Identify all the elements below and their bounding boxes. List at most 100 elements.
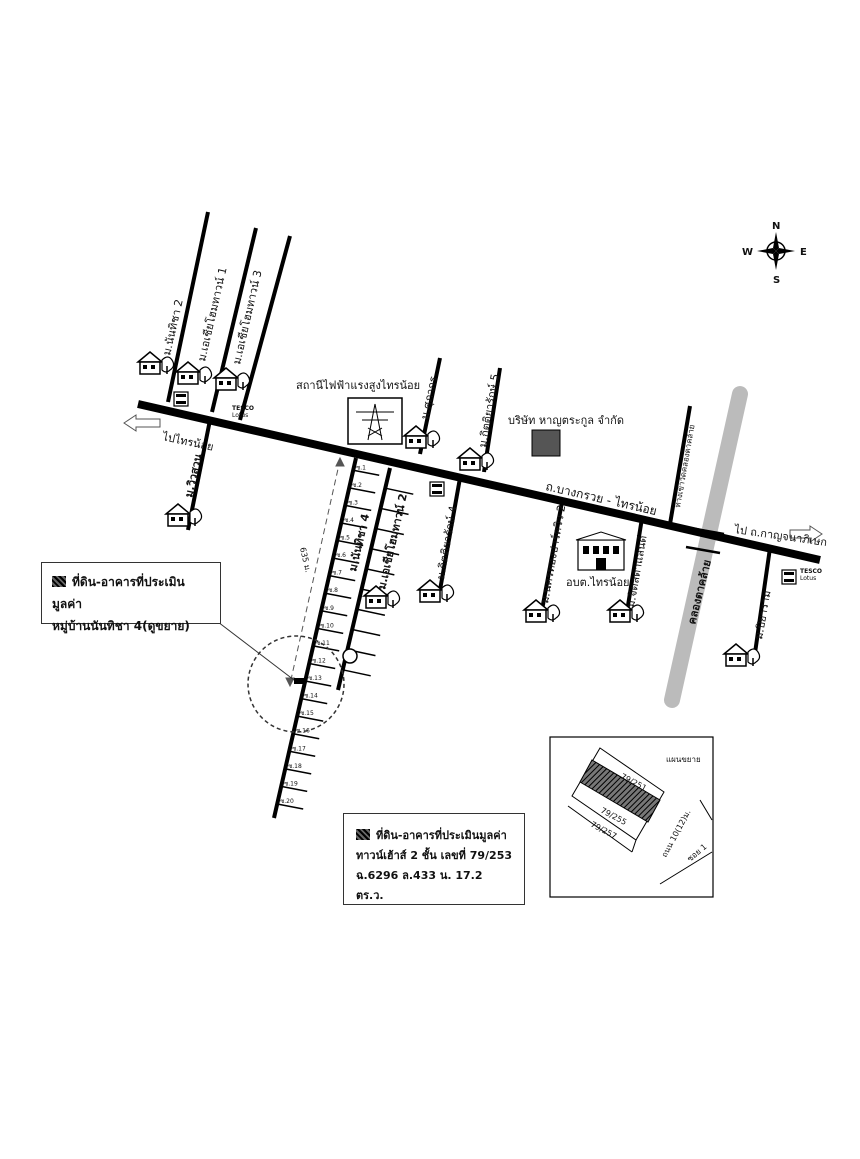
compass-rose-icon bbox=[757, 232, 795, 270]
label-kittiya5: ม.กิตติยารักษ์ 5 bbox=[476, 373, 502, 449]
zoom-circle bbox=[247, 635, 345, 733]
side-branch-line bbox=[366, 568, 395, 576]
road-nakhon2 bbox=[540, 501, 564, 611]
legend-top-line1: ที่ดิน-อาคารที่ประเมินมูลค่า bbox=[52, 575, 185, 611]
soi-label: ซ.13 bbox=[308, 675, 322, 682]
road-jitlada bbox=[624, 517, 644, 619]
soi-label: ซ.14 bbox=[304, 693, 318, 700]
seven-eleven-icon bbox=[173, 391, 189, 407]
soi-branch-line bbox=[333, 557, 360, 564]
soi-label: ซ.10 bbox=[320, 622, 334, 629]
side-branch-line bbox=[370, 547, 400, 556]
label-nakhon2: ม.นครทองปาร์ควิว 2 bbox=[538, 504, 568, 605]
seven-eleven-icon bbox=[429, 481, 445, 497]
subject-lot bbox=[294, 678, 306, 684]
bridge-icon bbox=[685, 526, 725, 555]
soi-label: ซ.2 bbox=[352, 482, 362, 489]
inset-map bbox=[549, 736, 714, 898]
soi-branch-line bbox=[345, 504, 372, 512]
soi-branch-line bbox=[305, 680, 332, 687]
road-nanticha2 bbox=[166, 211, 210, 403]
side-branch-line bbox=[352, 628, 381, 637]
cul-de-sac bbox=[342, 648, 358, 664]
label-kittiya4: ม.กิตติยารักษ์ 4 bbox=[434, 505, 460, 581]
legend-bottom-line2: ทาวน์เฮ้าส์ 2 ชั้น เลขที่ 79/253 bbox=[356, 849, 513, 862]
soi-branch-line bbox=[309, 662, 336, 670]
soi-label: ซ.7 bbox=[332, 570, 342, 577]
label-piyaram: ม.ปิยาราม bbox=[752, 589, 773, 640]
right-branches bbox=[342, 487, 414, 677]
house-icon bbox=[175, 361, 213, 385]
soi-branch-line bbox=[293, 732, 320, 740]
soi-label: ซ.4 bbox=[344, 517, 354, 524]
soi-label: ซ.5 bbox=[340, 535, 350, 542]
house-icon bbox=[417, 579, 455, 603]
distance-label: 635 ม. bbox=[298, 546, 313, 573]
soi-label: ซ.6 bbox=[336, 552, 346, 559]
soi-label: ซ.17 bbox=[292, 745, 306, 752]
soi-label: ซ.16 bbox=[296, 728, 310, 735]
company-building bbox=[531, 429, 561, 457]
soi-label: ซ.3 bbox=[348, 499, 358, 506]
side-branch-line bbox=[375, 527, 404, 536]
soi-label: ซ.12 bbox=[312, 657, 326, 664]
compass-n: N bbox=[772, 221, 780, 232]
soi-branch-line bbox=[341, 522, 368, 529]
label-chersiam1: ม.เอเชียโฮมทาวน์ 1 bbox=[194, 266, 229, 363]
side-branch-line bbox=[356, 608, 386, 617]
power-tower-icon bbox=[347, 397, 403, 445]
soi-label: ซ.11 bbox=[316, 640, 330, 647]
soi-branch-line bbox=[301, 697, 328, 705]
distance-marker bbox=[285, 456, 345, 688]
canal bbox=[664, 386, 748, 708]
inset-title: แผนขยาย bbox=[666, 755, 701, 764]
house-icon bbox=[213, 367, 251, 391]
power-station-label: สถานีไฟฟ้าแรงสูงไทรน้อย bbox=[296, 379, 420, 392]
seven-eleven-icon bbox=[781, 569, 797, 585]
legend-bottom: ที่ดิน-อาคารที่ประเมินมูลค่า ทาวน์เฮ้าส์… bbox=[343, 813, 525, 905]
soi-label: ซ.1 bbox=[356, 464, 366, 471]
legend-top-line2: หมู่บ้านนันทิชา 4(ดูขยาย) bbox=[52, 619, 190, 633]
soi-branch-line bbox=[281, 785, 308, 793]
soi-branch-line bbox=[285, 768, 312, 775]
compass-s: S bbox=[773, 275, 780, 286]
arrow-west-icon bbox=[123, 414, 161, 432]
tesco-label: TESCO bbox=[800, 568, 822, 575]
soi-branch-line bbox=[317, 627, 344, 635]
road-nanticha4 bbox=[272, 457, 358, 819]
soi-branch-line bbox=[277, 803, 304, 810]
soi-branch-line bbox=[297, 715, 324, 722]
soi-label: ซ.19 bbox=[284, 780, 298, 787]
soi-label: ซ.15 bbox=[300, 710, 314, 717]
soi-label: ซ.8 bbox=[328, 587, 338, 594]
label-temple-road: ทางเข้าวัดคลองตาคล้าย bbox=[673, 424, 696, 508]
compass-w: W bbox=[742, 247, 753, 258]
soi-branch-line bbox=[329, 574, 356, 582]
subject-swatch-icon bbox=[52, 576, 66, 587]
road-piyaram bbox=[752, 547, 772, 661]
side-branch-line bbox=[342, 669, 371, 677]
legend-bottom-line1: ที่ดิน-อาคารที่ประเมินมูลค่า bbox=[376, 829, 507, 842]
side-branch-line bbox=[380, 507, 409, 516]
office-building-icon bbox=[575, 531, 627, 571]
label-wiwat: ม.วิวสวน bbox=[182, 452, 205, 498]
lotus-label: Lotus bbox=[232, 412, 248, 419]
soi-branch-line bbox=[337, 539, 364, 547]
soi-label: ซ.20 bbox=[280, 798, 294, 805]
arrow-east-icon bbox=[789, 525, 823, 543]
soi-labels: ซ.1 ซ.2 ซ.3 ซ.4 ซ.5 ซ.6 ซ.7 ซ.8 ซ.9 ซ.10 ซ.11 ซ.12 ซ… bbox=[280, 464, 366, 805]
house-icon bbox=[165, 503, 203, 527]
subject-swatch-icon bbox=[356, 829, 370, 840]
soi-branch-line bbox=[313, 645, 340, 652]
road-chersiam3 bbox=[238, 235, 292, 421]
main-road bbox=[137, 400, 821, 564]
soi-label: ซ.9 bbox=[324, 605, 334, 612]
road-temple bbox=[668, 405, 692, 525]
lotus-label: Lotus bbox=[800, 575, 816, 582]
label-supakorn: ม.ศุภากร bbox=[418, 375, 440, 421]
soi-branch-line bbox=[353, 469, 380, 477]
side-branch-line bbox=[385, 487, 414, 495]
label-jitlada: ม.จิตลดาแลนด์ bbox=[624, 534, 649, 608]
house-icon bbox=[403, 425, 441, 449]
